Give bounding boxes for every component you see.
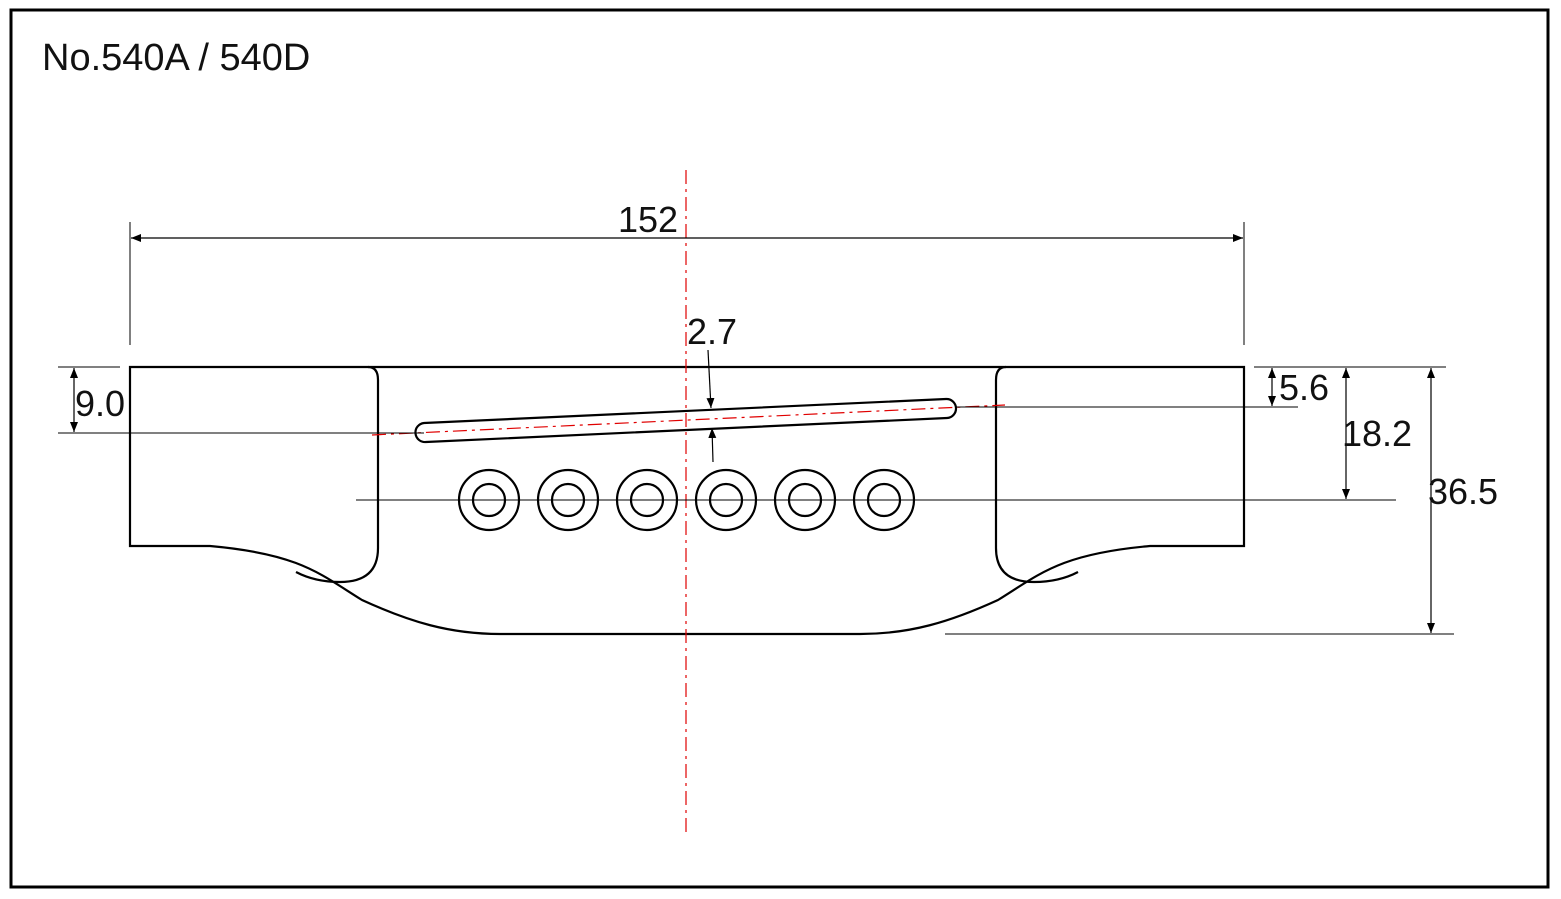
slot-width-leader-bottom bbox=[708, 427, 717, 463]
dimension-label-overall-depth: 36.5 bbox=[1428, 471, 1498, 512]
dimension-label-left-offset: 9.0 bbox=[75, 383, 125, 424]
saddle-slot bbox=[414, 397, 958, 444]
slot-width-leader-top bbox=[706, 349, 715, 409]
bridge-outline bbox=[128, 365, 1246, 636]
drawing-frame bbox=[9, 8, 1550, 889]
left-wing-cutout bbox=[295, 365, 380, 584]
saddle-center-line bbox=[371, 404, 1006, 436]
dimension-label-slot-width: 2.7 bbox=[687, 311, 737, 352]
drawing-title: No.540A / 540D bbox=[42, 37, 310, 79]
dimension-label-pin-depth: 18.2 bbox=[1342, 413, 1412, 454]
dimension-label-length: 152 bbox=[618, 199, 678, 240]
dimension-label-right-offset: 5.6 bbox=[1279, 367, 1329, 408]
right-wing-cutout bbox=[994, 365, 1079, 584]
